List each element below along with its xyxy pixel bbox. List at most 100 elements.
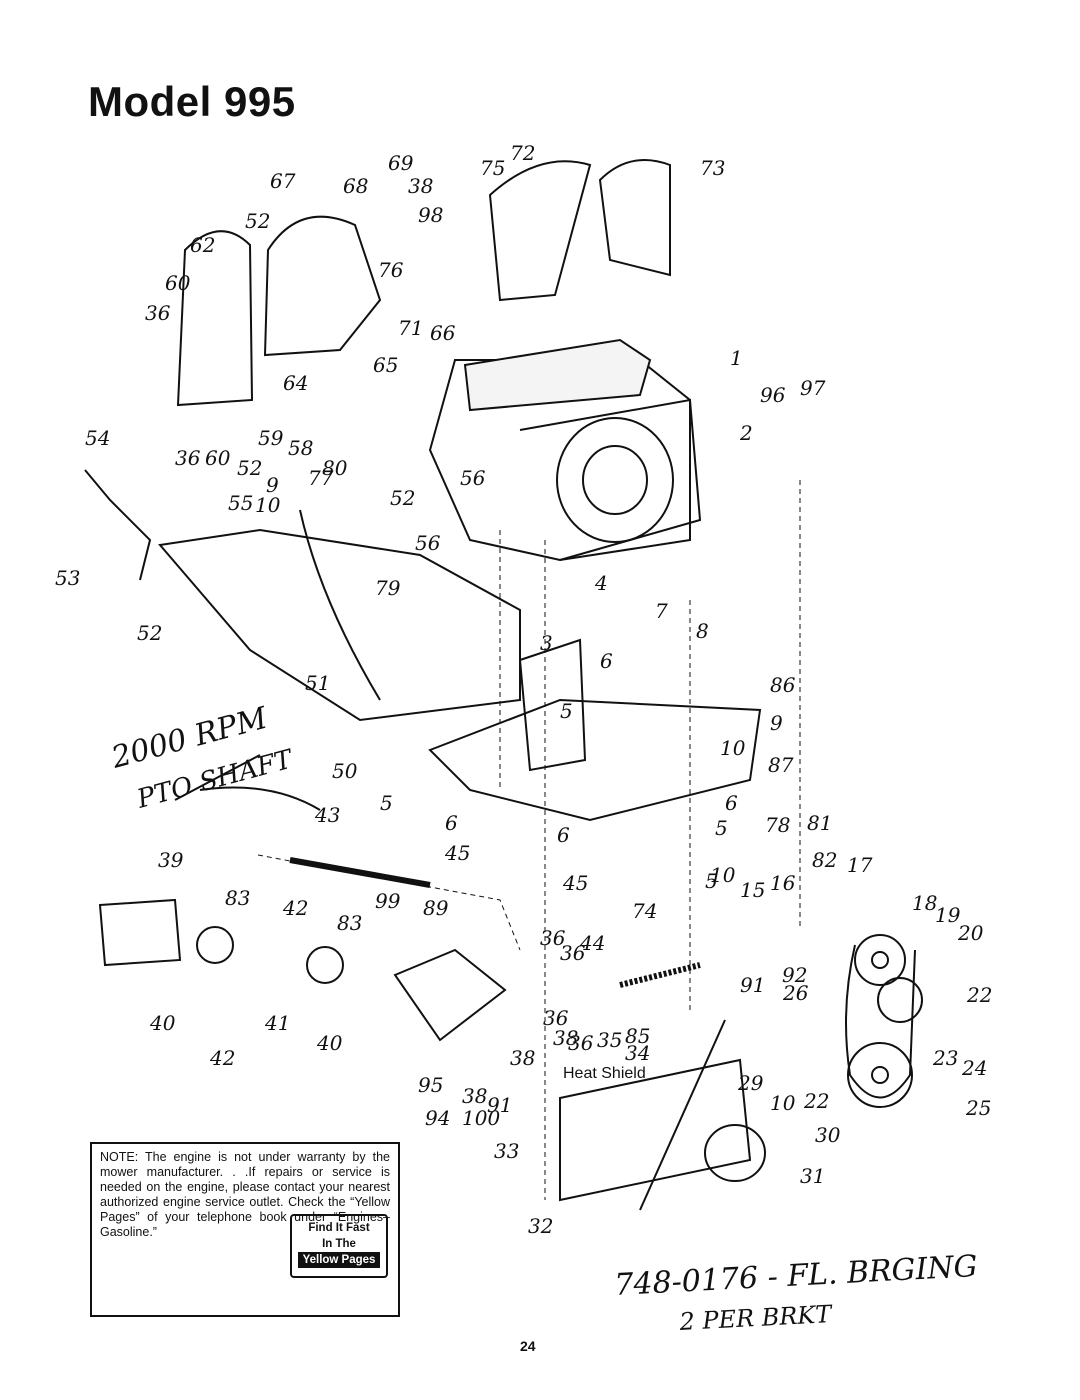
engine-flywheel	[556, 417, 674, 543]
callout-60: 60	[205, 446, 231, 470]
callout-68: 68	[343, 174, 368, 198]
callout-24: 24	[961, 1056, 987, 1080]
callout-89: 89	[423, 896, 449, 920]
pulley-lower	[847, 1042, 913, 1108]
page-number: 24	[520, 1338, 536, 1354]
callout-45: 45	[444, 841, 470, 865]
yellow-pages-badge: Find It Fast In The Yellow Pages	[290, 1214, 388, 1278]
callout-56: 56	[415, 531, 441, 555]
callout-44: 44	[579, 931, 605, 955]
mower-deck	[158, 528, 521, 722]
callout-38: 38	[462, 1084, 487, 1108]
callout-5: 5	[380, 791, 393, 815]
callout-8: 8	[696, 619, 709, 643]
throttle-lever	[84, 469, 152, 581]
callout-86: 86	[770, 673, 796, 697]
callout-6: 6	[445, 811, 458, 835]
callout-100: 100	[462, 1106, 500, 1130]
callout-76: 76	[378, 258, 404, 282]
callout-16: 16	[770, 871, 796, 895]
callout-52: 52	[237, 456, 262, 480]
callout-38: 38	[553, 1026, 578, 1050]
callout-36: 36	[175, 446, 201, 470]
callout-1: 1	[730, 346, 743, 370]
callout-72: 72	[510, 141, 535, 165]
heat-shield-plate	[559, 1058, 752, 1202]
callout-29: 29	[737, 1071, 764, 1095]
callout-52: 52	[245, 209, 270, 233]
drive-belt	[845, 944, 916, 1099]
callout-62: 62	[190, 233, 215, 257]
callout-45: 45	[562, 871, 588, 895]
callout-10: 10	[255, 493, 281, 517]
hand-arrow-pto	[199, 786, 321, 811]
callout-41: 41	[264, 1011, 290, 1035]
callout-96: 96	[760, 383, 786, 407]
callout-79: 79	[375, 576, 401, 600]
callout-82: 82	[812, 848, 837, 872]
badge-line3: Yellow Pages	[298, 1252, 380, 1268]
callout-26: 26	[782, 981, 809, 1005]
callout-99: 99	[375, 889, 401, 913]
callout-7: 7	[655, 599, 668, 623]
callout-52: 52	[390, 486, 415, 510]
callout-92: 92	[782, 963, 807, 987]
side-guard	[176, 230, 254, 407]
callout-10: 10	[710, 863, 736, 887]
callout-38: 38	[510, 1046, 535, 1070]
callout-64: 64	[283, 371, 308, 395]
callout-34: 34	[625, 1041, 650, 1065]
callout-94: 94	[425, 1106, 450, 1130]
callout-54: 54	[85, 426, 110, 450]
bearing-bracket-left	[98, 898, 182, 967]
callout-22: 22	[803, 1089, 829, 1113]
callout-35: 35	[597, 1028, 622, 1052]
callout-40: 40	[316, 1031, 343, 1055]
callout-10: 10	[770, 1091, 796, 1115]
callout-36: 36	[560, 941, 586, 965]
callout-9: 9	[266, 473, 279, 497]
engine-tank	[463, 338, 652, 412]
callout-67: 67	[270, 169, 296, 193]
callout-20: 20	[957, 921, 984, 945]
callout-91: 91	[740, 973, 765, 997]
callout-2: 2	[739, 421, 753, 445]
callout-5: 5	[705, 869, 718, 893]
pulley-middle	[877, 977, 923, 1023]
callout-42: 42	[282, 896, 308, 920]
callout-4: 4	[594, 571, 608, 595]
spring-assembly	[619, 962, 701, 988]
callout-43: 43	[314, 803, 340, 827]
callout-42: 42	[209, 1046, 235, 1070]
callout-39: 39	[158, 848, 184, 872]
callout-69: 69	[388, 151, 414, 175]
callout-38: 38	[408, 174, 433, 198]
page-title: Model 995	[88, 78, 296, 125]
callout-15: 15	[740, 878, 765, 902]
callout-36: 36	[568, 1031, 594, 1055]
pto-shaft	[289, 857, 431, 888]
callout-23: 23	[932, 1046, 958, 1070]
callout-58: 58	[288, 436, 313, 460]
callout-66: 66	[430, 321, 456, 345]
callout-33: 33	[494, 1139, 519, 1163]
callout-98: 98	[418, 203, 443, 227]
callout-60: 60	[165, 271, 191, 295]
callout-56: 56	[460, 466, 486, 490]
callout-95: 95	[418, 1073, 443, 1097]
callout-53: 53	[55, 566, 80, 590]
callout-25: 25	[965, 1096, 991, 1120]
badge-line1: Find It Fast	[308, 1222, 370, 1234]
note-text: NOTE: The engine is not under warranty b…	[100, 1150, 390, 1239]
callout-85: 85	[625, 1024, 650, 1048]
callout-83: 83	[337, 911, 362, 935]
callout-81: 81	[807, 811, 832, 835]
callout-52: 52	[137, 621, 162, 645]
belt-cover-right	[598, 159, 671, 277]
hand-arrow-part	[639, 1019, 726, 1211]
callout-19: 19	[935, 903, 961, 927]
callout-73: 73	[700, 156, 725, 180]
callout-91: 91	[487, 1093, 512, 1117]
callout-78: 78	[765, 813, 790, 837]
